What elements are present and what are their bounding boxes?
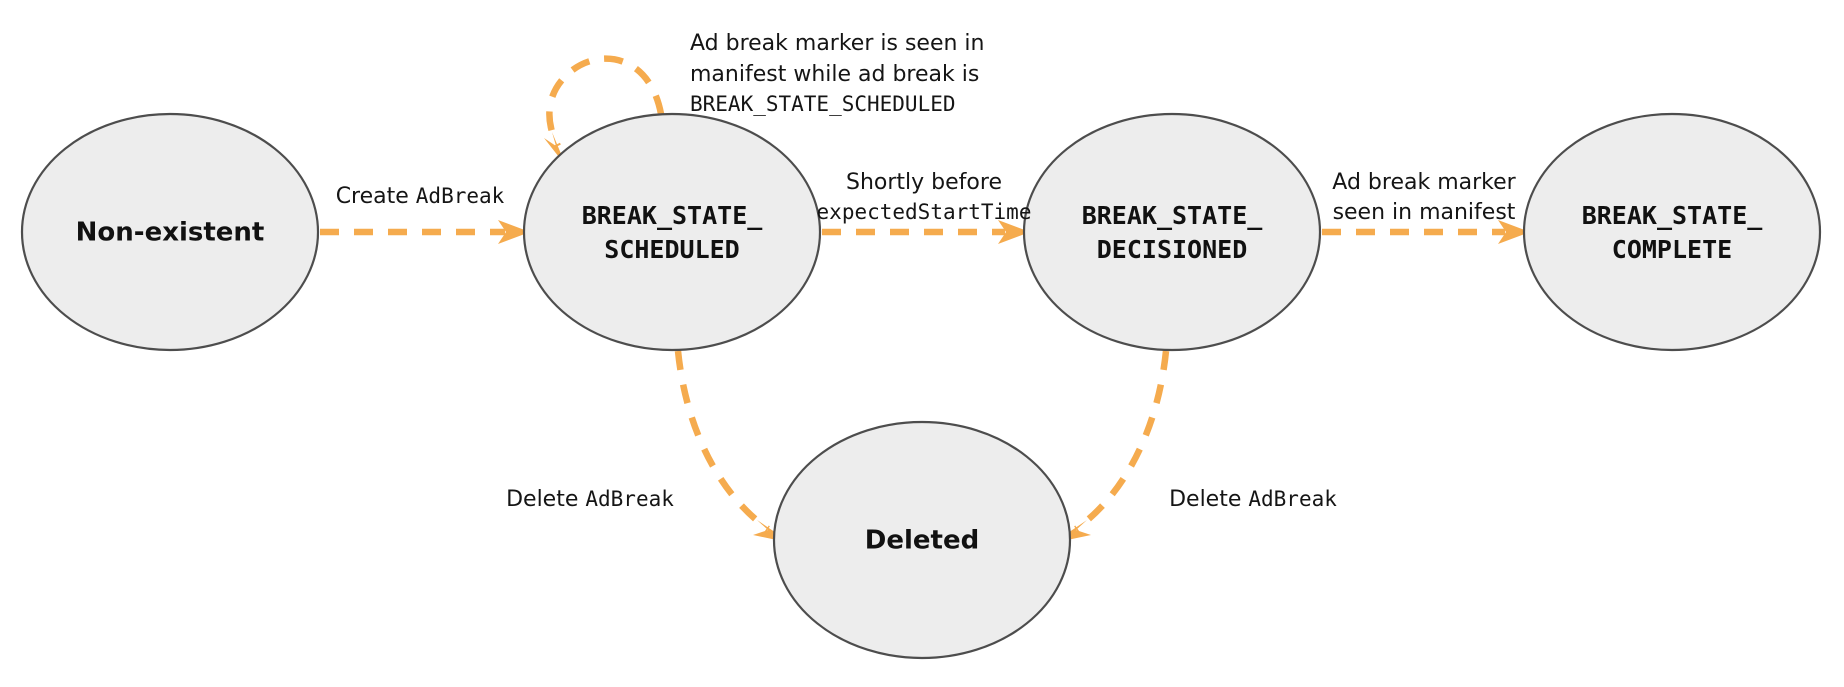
edge-label-marker-seen-line2: seen in manifest bbox=[1333, 200, 1516, 225]
edge-self-loop-path bbox=[546, 55, 665, 148]
node-break-state-scheduled[interactable]: BREAK_STATE_ SCHEDULED bbox=[522, 112, 822, 352]
edge-label-create-adbreak: Create AdBreak bbox=[336, 184, 505, 209]
edge-label-shortly-before-line1: Shortly before bbox=[846, 170, 1002, 195]
edge-marker-seen-arrowhead bbox=[1498, 220, 1530, 244]
node-break-state-decisioned-label-line2: DECISIONED bbox=[1097, 235, 1248, 264]
node-non-existent[interactable]: Non-existent bbox=[20, 112, 320, 352]
edge-shortly-before-expected-start-time[interactable] bbox=[822, 220, 1030, 244]
node-break-state-decisioned-label-line1: BREAK_STATE_ bbox=[1082, 201, 1264, 230]
node-break-state-complete-label-line2: COMPLETE bbox=[1612, 235, 1732, 264]
edge-delete-decisioned-path bbox=[1074, 350, 1170, 532]
edge-label-self-loop-line1: Ad break marker is seen in bbox=[690, 31, 984, 56]
edge-label-create-adbreak-text: Create bbox=[336, 184, 416, 209]
edge-label-delete-scheduled-mono: AdBreak bbox=[585, 487, 674, 511]
edge-label-delete-scheduled-text: Delete bbox=[506, 487, 585, 512]
edge-label-create-adbreak-mono: AdBreak bbox=[416, 184, 505, 208]
edge-label-shortly-before-line2: expectedStartTime bbox=[817, 200, 1032, 224]
node-deleted-label: Deleted bbox=[865, 526, 979, 556]
edge-label-marker-seen-line1: Ad break marker bbox=[1332, 170, 1516, 195]
node-break-state-decisioned[interactable]: BREAK_STATE_ DECISIONED bbox=[1022, 112, 1322, 352]
edge-delete-adbreak-from-decisioned[interactable] bbox=[1053, 350, 1170, 543]
node-non-existent-label: Non-existent bbox=[76, 218, 265, 248]
edge-label-delete-decisioned-mono: AdBreak bbox=[1248, 487, 1337, 511]
node-deleted[interactable]: Deleted bbox=[772, 420, 1072, 660]
edge-create-adbreak[interactable] bbox=[320, 220, 530, 244]
edge-label-delete-from-decisioned: Delete AdBreak bbox=[1169, 487, 1337, 512]
edge-label-delete-from-scheduled: Delete AdBreak bbox=[506, 487, 674, 512]
edge-ad-break-marker-seen-in-manifest[interactable] bbox=[1322, 220, 1530, 244]
edge-label-self-loop-line3: BREAK_STATE_SCHEDULED bbox=[690, 92, 956, 116]
node-break-state-complete-label-line1: BREAK_STATE_ bbox=[1582, 201, 1764, 230]
edge-create-adbreak-arrowhead bbox=[498, 220, 530, 244]
edge-shortly-before-arrowhead bbox=[998, 220, 1030, 244]
edge-delete-scheduled-path bbox=[674, 350, 770, 532]
node-non-existent-shape bbox=[20, 112, 320, 352]
edge-delete-adbreak-from-scheduled[interactable] bbox=[674, 350, 791, 543]
node-break-state-complete[interactable]: BREAK_STATE_ COMPLETE bbox=[1522, 112, 1822, 352]
edge-label-self-loop-line2: manifest while ad break is bbox=[690, 62, 979, 87]
edge-label-delete-decisioned-text: Delete bbox=[1169, 487, 1248, 512]
node-break-state-decisioned-shape bbox=[1022, 112, 1322, 352]
node-break-state-scheduled-shape bbox=[522, 112, 822, 352]
node-break-state-scheduled-label-line2: SCHEDULED bbox=[604, 235, 739, 264]
node-deleted-shape bbox=[772, 420, 1072, 660]
node-break-state-scheduled-label-line1: BREAK_STATE_ bbox=[582, 201, 764, 230]
node-break-state-complete-shape bbox=[1522, 112, 1822, 352]
